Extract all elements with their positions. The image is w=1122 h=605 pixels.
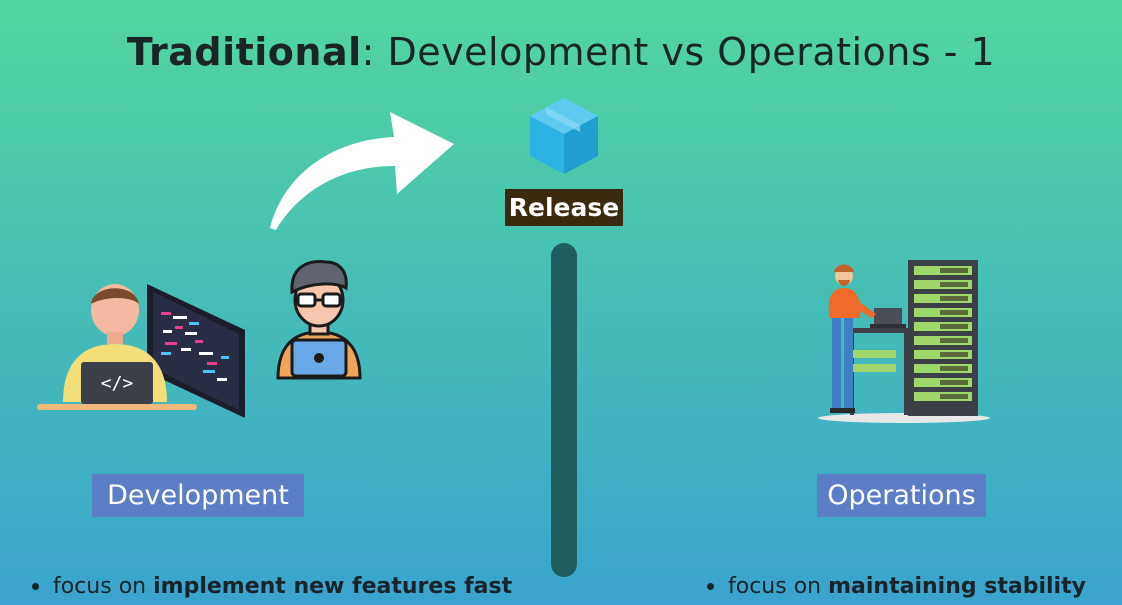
developer-glasses-icon (276, 260, 362, 380)
title-rest: : Development vs Operations - 1 (361, 30, 996, 74)
center-divider (551, 243, 577, 577)
operations-label: Operations (817, 474, 986, 517)
operations-bullet-prefix: focus on (728, 574, 822, 599)
development-bullet-bold: implement new features fast (153, 574, 513, 599)
package-box-icon (530, 98, 598, 174)
development-bullet: focus on implement new features fast (32, 574, 512, 599)
development-label: Development (92, 474, 304, 517)
development-bullet-prefix: focus on (53, 574, 147, 599)
curved-arrow-icon (270, 112, 454, 230)
operations-bullet-bold: maintaining stability (828, 574, 1086, 599)
release-label: Release (505, 189, 623, 226)
operations-bullet: focus on maintaining stability (707, 574, 1086, 599)
page-title: Traditional: Development vs Operations -… (0, 30, 1122, 74)
title-bold: Traditional (126, 30, 362, 74)
bullet-dot-icon (32, 583, 39, 590)
svg-text:</>: </> (101, 373, 134, 394)
bullet-dot-icon (707, 583, 714, 590)
operations-server-rack-icon (818, 260, 990, 423)
developer-laptop-icon: </> (37, 284, 245, 418)
